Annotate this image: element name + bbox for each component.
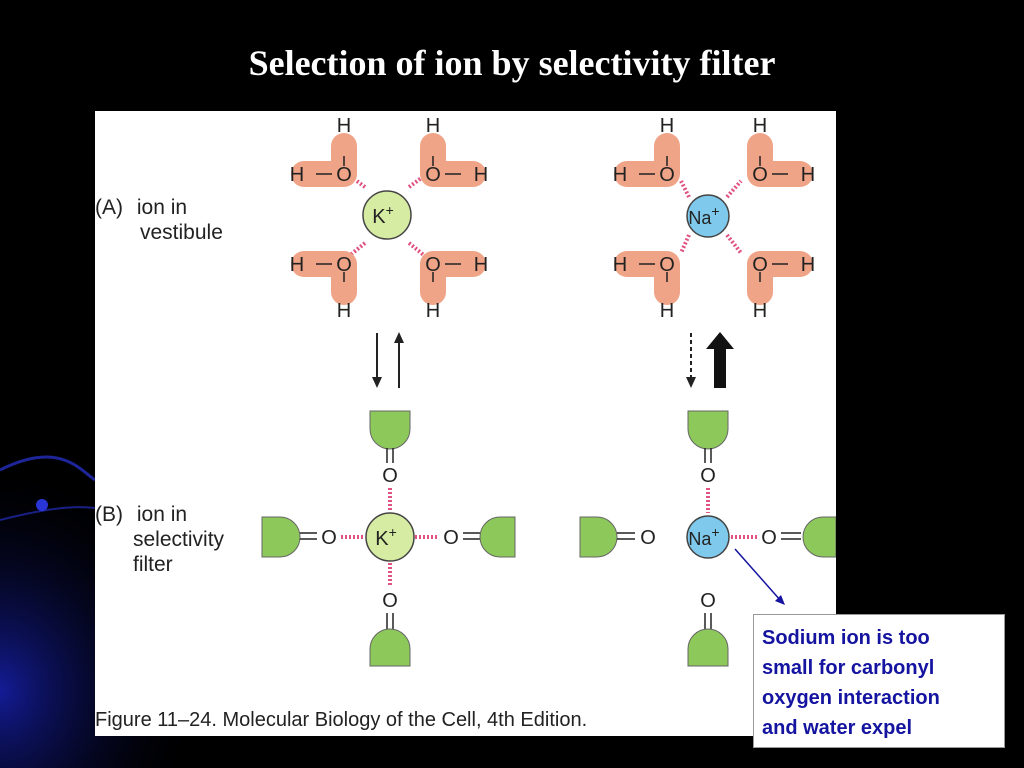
hydrogen-atom: H — [290, 254, 304, 276]
sodium-vestibule-group: H O H H O H O H H O H H Na+ — [613, 115, 815, 322]
oxygen-atom: O — [752, 254, 768, 276]
sodium-ion — [686, 515, 730, 559]
oxygen-atom: O — [425, 254, 441, 276]
hydrogen-atom: H — [337, 300, 351, 322]
potassium-ion — [362, 190, 412, 240]
carbonyl-bottom — [687, 628, 729, 667]
panel-b-letter: (B) — [95, 503, 123, 526]
hydrogen-atom: H — [337, 115, 351, 137]
oxygen-atom: O — [336, 254, 352, 276]
oxygen-atom: O — [700, 465, 716, 487]
potassium-ion — [365, 512, 415, 562]
oxygen-atom: O — [659, 164, 675, 186]
potassium-vestibule-group: H O H H O H O H H O H H K+ — [290, 115, 488, 322]
oxygen-atom: O — [336, 164, 352, 186]
panel-b-line1: ion in — [136, 503, 188, 526]
oxygen-atom: O — [640, 527, 656, 549]
hydrogen-atom: H — [426, 115, 440, 137]
potassium-equilibrium-arrows — [372, 332, 404, 388]
carbonyl-top — [687, 410, 729, 450]
sodium-ion — [686, 194, 730, 238]
figure-caption: Figure 11–24. Molecular Biology of the C… — [95, 709, 588, 731]
slide-title: Selection of ion by selectivity filter — [248, 43, 776, 83]
note-line: small for carbonyl — [762, 657, 935, 679]
panel-b-line2: selectivity — [133, 528, 225, 551]
oxygen-atom: O — [761, 527, 777, 549]
sodium-filter-group: O O O O Na+ — [579, 410, 836, 667]
carbonyl-bottom — [369, 628, 411, 667]
note-pointer-arrow — [734, 548, 782, 602]
hydrogen-atom: H — [753, 115, 767, 137]
ion-selectivity-diagram: H O H H O H O H H O H H K+ H O — [261, 115, 836, 667]
panel-a-letter: (A) — [95, 196, 123, 219]
note-line: and water expel — [762, 717, 913, 739]
oxygen-atom: O — [425, 164, 441, 186]
hydrogen-atom: H — [426, 300, 440, 322]
note-pointer-arrowhead — [775, 595, 785, 605]
carbonyl-right — [802, 516, 836, 558]
carbonyl-left — [261, 516, 301, 558]
potassium-filter-group: O O O O K+ — [261, 410, 516, 667]
oxygen-atom: O — [659, 254, 675, 276]
oxygen-atom: O — [321, 527, 337, 549]
hydrogen-atom: H — [660, 300, 674, 322]
potassium-ion-label: K+ — [372, 202, 394, 228]
oxygen-atom: O — [382, 590, 398, 612]
sodium-ion-label: Na+ — [688, 524, 719, 549]
sodium-ion-label: Na+ — [688, 203, 719, 228]
hydrogen-atom: H — [613, 254, 627, 276]
hydrogen-atom: H — [660, 115, 674, 137]
sodium-note-box: Sodium ion is too small for carbonyl oxy… — [753, 614, 1005, 748]
hydrogen-atom: H — [290, 164, 304, 186]
oxygen-atom: O — [752, 164, 768, 186]
potassium-ion-label: K+ — [375, 524, 397, 550]
hydrogen-atom: H — [474, 164, 488, 186]
note-line: Sodium ion is too — [762, 627, 930, 649]
carbonyl-right — [479, 516, 516, 558]
hydrogen-atom: H — [801, 164, 815, 186]
panel-a-line1: ion in — [136, 196, 188, 219]
panel-a-label: (A) ion in vestibule — [95, 195, 223, 245]
hydrogen-atom: H — [474, 254, 488, 276]
oxygen-atom: O — [382, 465, 398, 487]
sodium-equilibrium-arrows — [686, 332, 734, 388]
hydrogen-atom: H — [801, 254, 815, 276]
oxygen-atom: O — [443, 527, 459, 549]
hydrogen-atom: H — [753, 300, 767, 322]
panel-b-line3: filter — [133, 553, 173, 576]
carbonyl-left — [579, 516, 618, 558]
panel-b-label: (B) ion in selectivity filter — [95, 502, 224, 577]
carbonyl-top — [369, 410, 411, 450]
hydrogen-atom: H — [613, 164, 627, 186]
background-dot — [36, 499, 48, 511]
note-line: oxygen interaction — [762, 687, 940, 709]
figure-panel: H O H H O H O H H O H H K+ H O — [95, 111, 836, 736]
oxygen-atom: O — [700, 590, 716, 612]
panel-a-line2: vestibule — [140, 221, 223, 244]
